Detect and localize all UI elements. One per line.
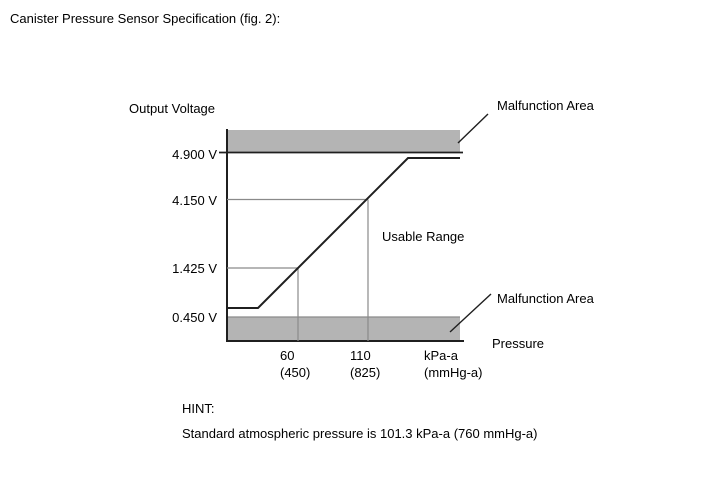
sensor-output-curve xyxy=(226,157,460,309)
y-tick-4900: 4.900 V xyxy=(172,147,217,162)
y-tick-0450: 0.450 V xyxy=(172,310,217,325)
y-axis-title: Output Voltage xyxy=(129,101,216,116)
x-tick-110-kpa: 110 xyxy=(350,348,371,363)
x-unit-kpa: kPa-a xyxy=(424,348,458,363)
x-tick-110-mmhg: (825) xyxy=(350,365,381,380)
malfunction-area-label-bottom: Malfunction Area xyxy=(497,291,594,306)
x-unit-mmhg: (mmHg-a) xyxy=(424,365,483,380)
leader-line-malfunction-top xyxy=(457,113,489,144)
x-tick-60-kpa: 60 xyxy=(280,348,295,363)
malfunction-band-top xyxy=(226,130,460,152)
x-tick-110: 110 (825) xyxy=(350,347,380,381)
x-tick-60: 60 (450) xyxy=(280,347,310,381)
hint-text: Standard atmospheric pressure is 101.3 k… xyxy=(182,426,538,441)
leader-line-malfunction-bottom xyxy=(449,293,492,333)
malfunction-area-label-top: Malfunction Area xyxy=(497,98,594,113)
malfunction-band-bottom xyxy=(226,317,460,341)
y-tick-4150: 4.150 V xyxy=(172,193,217,208)
page-title: Canister Pressure Sensor Specification (… xyxy=(10,11,281,26)
x-axis-title: Pressure xyxy=(492,336,545,351)
hint-label: HINT: xyxy=(182,401,215,416)
x-tick-60-mmhg: (450) xyxy=(280,365,311,380)
x-axis-units: kPa-a (mmHg-a) xyxy=(424,347,483,381)
usable-range-label: Usable Range xyxy=(382,229,465,244)
y-tick-1425: 1.425 V xyxy=(172,261,217,276)
